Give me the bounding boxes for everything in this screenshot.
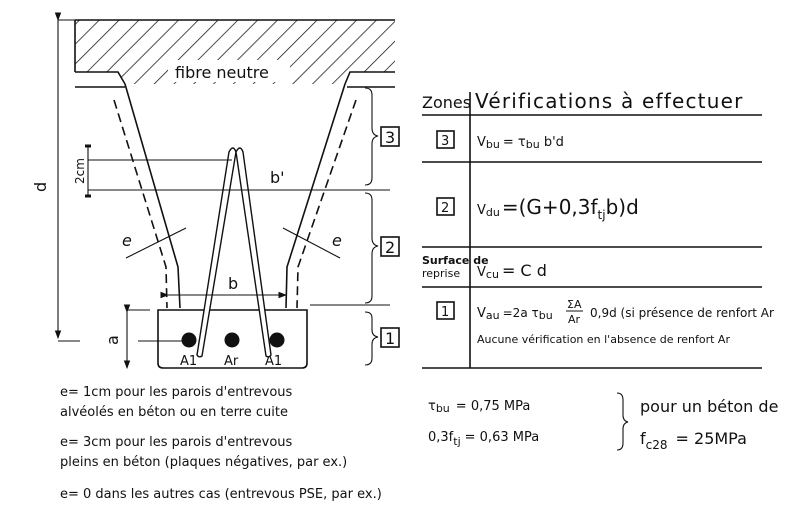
material-values: τbu= 0,75 MPa 0,3ftj= 0,63 MPa pour un b… <box>428 392 778 452</box>
formula-zone-1-rest: 0,9d (si présence de renfort Ar <box>590 306 774 320</box>
zone-1-note: Aucune vérification en l'absence de renf… <box>477 333 730 346</box>
zone-braces: 3 2 1 <box>364 87 400 366</box>
formula-zone-1: Vau=2a τbu <box>477 306 553 322</box>
b-label: b <box>228 274 238 293</box>
verification-table: Zones Vérifications à effectuer 3 Vbu= τ… <box>422 89 774 369</box>
formula-zone-3: Vbu= τbu b'd <box>477 135 564 151</box>
compression-slab: fibre neutre <box>74 19 395 88</box>
thickness-notes: e= 1cm pour les parois d'entrevous alvéo… <box>60 385 382 502</box>
bar-label-ar: Ar <box>224 354 239 369</box>
bar-label-a1: A1 <box>180 354 197 369</box>
zone-3-box: 3 <box>385 128 395 147</box>
row-zone-1: 1 <box>441 305 449 320</box>
cover-a-label: a <box>103 335 122 345</box>
fc28-value: fc28= 25MPa <box>640 429 747 452</box>
row-zone-3: 3 <box>441 134 449 149</box>
note-1-line1: e= 1cm pour les parois d'entrevous <box>60 385 293 400</box>
lattice-truss <box>196 147 272 358</box>
row-zone-surface-line2: reprise <box>422 267 460 280</box>
tau-bu-value: τbu= 0,75 MPa <box>428 399 530 415</box>
b-prime-label: b' <box>270 168 285 187</box>
zone-1-box: 1 <box>385 329 395 348</box>
bar-label-a1-right: A1 <box>265 354 282 369</box>
depth-d-label: d <box>31 182 50 192</box>
formula-surface-reprise: Vcu= C d <box>477 261 547 281</box>
note-1-line2: alvéolés en béton ou en terre cuite <box>60 405 288 420</box>
header-zones: Zones <box>422 93 471 112</box>
fraction-denominator: Ar <box>568 313 581 326</box>
note-3: e= 0 dans les autres cas (entrevous PSE,… <box>60 487 382 502</box>
bar-ar <box>224 332 240 348</box>
zone-2-box: 2 <box>385 238 395 257</box>
note-2-line2: pleins en béton (plaques négatives, par … <box>60 455 347 470</box>
bar-a1-left <box>181 332 197 348</box>
concrete-label: pour un béton de <box>640 397 778 416</box>
e-left-label: e <box>122 231 132 250</box>
row-zone-surface-line1: Surface de <box>422 254 489 267</box>
two-cm-label: 2cm <box>73 158 87 184</box>
formula-zone-2: Vdu=(G+0,3ftjb)d <box>477 195 639 222</box>
row-zone-2: 2 <box>441 201 449 216</box>
fraction-numerator: ΣA <box>567 298 582 311</box>
dimensions: d a 2cm b' b e e <box>31 12 390 370</box>
neutral-fibre-label: fibre neutre <box>175 63 269 82</box>
ftj-value: 0,3ftj= 0,63 MPa <box>428 430 539 448</box>
bar-a1-right <box>269 332 285 348</box>
e-right-label: e <box>332 231 342 250</box>
header-checks: Vérifications à effectuer <box>475 89 744 113</box>
note-2-line1: e= 3cm pour les parois d'entrevous <box>60 435 293 450</box>
beam-heel: A1 Ar A1 <box>157 309 308 369</box>
